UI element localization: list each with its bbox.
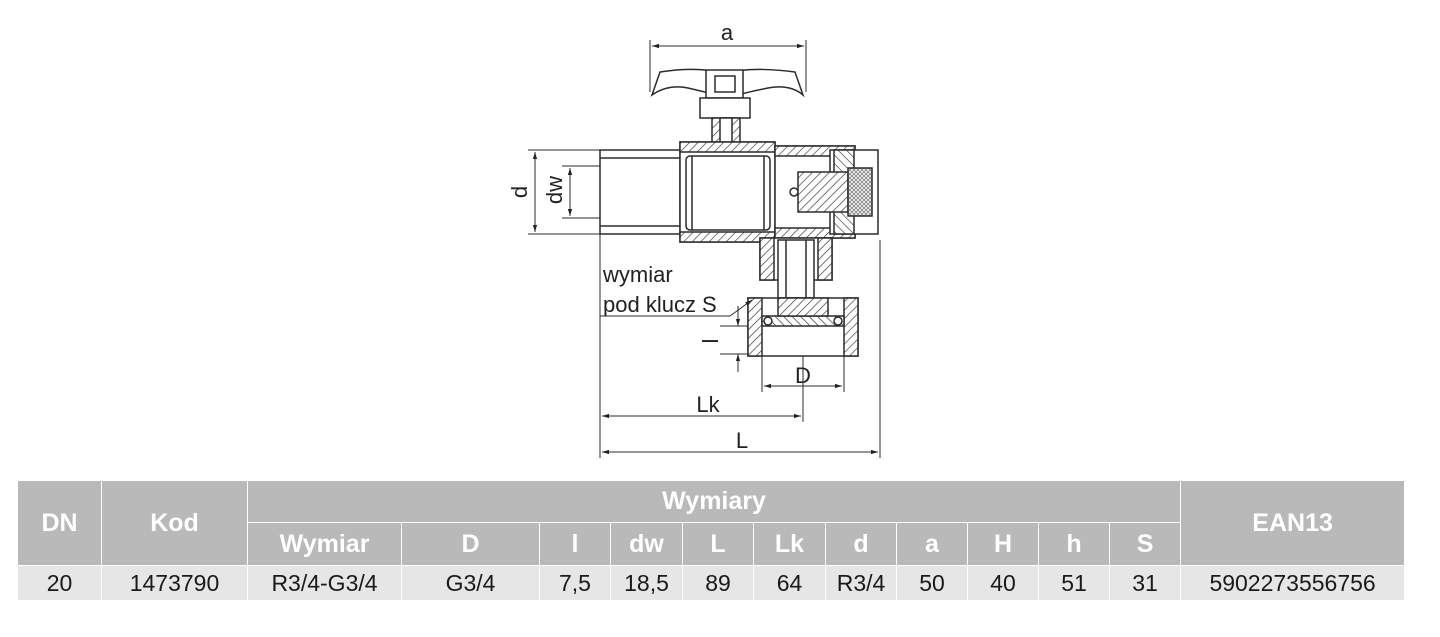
label-d: d [507,186,532,198]
valve-body [599,68,879,357]
label-l: l [698,339,723,344]
cell-Lk: 64 [753,565,826,601]
cell-a: 50 [896,565,968,601]
label-D: D [795,363,811,388]
specification-table: DN Kod Wymiary EAN13 Wymiar D l dw L Lk … [17,480,1406,601]
header-row-top: DN Kod Wymiary EAN13 [17,480,1406,566]
header-S: S [1108,522,1182,566]
header-wymiar: Wymiar [247,522,402,566]
header-H: H [967,522,1039,566]
header-dw: dw [610,522,683,566]
header-kod: Kod [101,480,248,566]
header-l: l [539,522,611,566]
label-Lk: Lk [696,392,720,417]
header-wymiary: Wymiary [246,480,1182,523]
cell-D: G3/4 [401,565,540,601]
valve-technical-drawing: a d dw wymiar pod klucz S l D Lk L [507,20,881,458]
header-L: L [682,522,754,566]
header-ean13: EAN13 [1180,480,1406,566]
label-wrench-line2: pod klucz S [603,292,717,317]
table-row: 20 1473790 R3/4-G3/4 G3/4 7,5 18,5 89 64… [17,565,1406,601]
cell-dw: 18,5 [610,565,683,601]
cell-dn: 20 [17,565,102,601]
cell-h: 51 [1038,565,1110,601]
cell-l: 7,5 [539,565,611,601]
header-D: D [401,522,540,566]
label-a: a [721,20,734,45]
header-h: h [1038,522,1110,566]
header-a: a [896,522,968,566]
header-row-sub: Wymiar D l dw L Lk d a H h S [18,522,1405,566]
cell-kod: 1473790 [101,565,248,601]
header-d: d [825,522,897,566]
cell-S: 31 [1108,565,1182,601]
cell-L: 89 [682,565,754,601]
cell-wymiar: R3/4-G3/4 [247,565,402,601]
dimension-labels: a d dw wymiar pod klucz S l D Lk L [507,20,811,453]
label-wrench-line1: wymiar [602,262,673,287]
header-Lk: Lk [753,522,826,566]
cell-H: 40 [967,565,1039,601]
label-dw: dw [542,176,567,204]
cell-ean13: 5902273556756 [1180,565,1406,601]
header-dn: DN [17,480,102,566]
dimension-lines [528,40,881,458]
label-L: L [736,428,748,453]
cell-d: R3/4 [825,565,897,601]
